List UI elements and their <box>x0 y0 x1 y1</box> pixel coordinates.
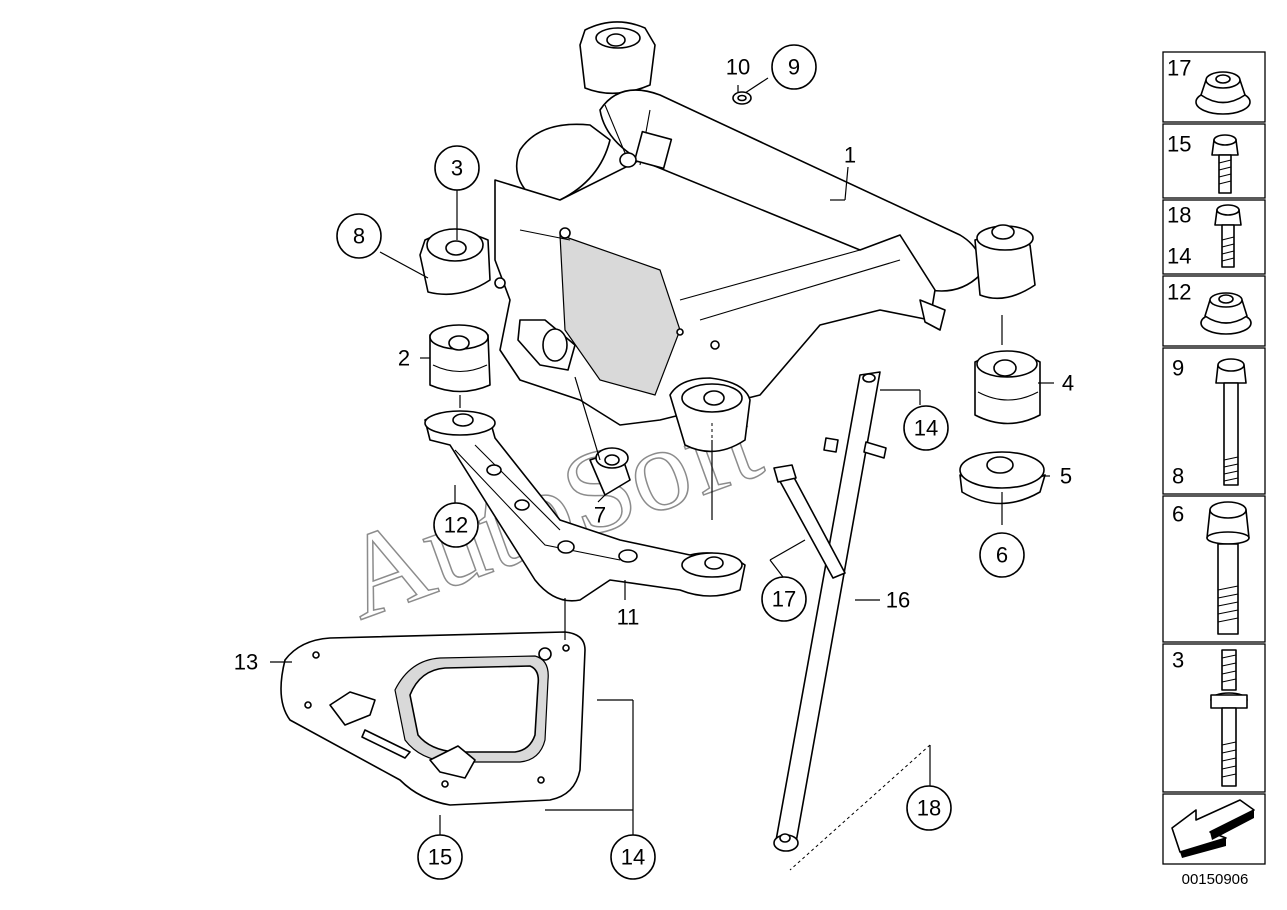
panel-6-label: 6 <box>1172 502 1184 527</box>
callout-7: 7 <box>594 503 606 528</box>
panel-cell-17[interactable]: 17 <box>1162 51 1266 123</box>
callout-9: 9 <box>771 44 817 90</box>
panel-cell-18-14[interactable]: 18 14 <box>1162 199 1266 275</box>
axle-carrier-part-1[interactable] <box>419 21 1036 453</box>
callout-18: 18 <box>906 785 952 831</box>
underbody-shield-part-13[interactable] <box>280 631 586 806</box>
panel-14-label: 14 <box>1167 244 1191 269</box>
callout-3: 3 <box>434 145 480 191</box>
panel-cell-12[interactable]: 12 <box>1162 275 1266 347</box>
callout-3-label: 3 <box>451 156 463 181</box>
callout-6: 6 <box>979 532 1025 578</box>
panel-cell-9-8[interactable]: 9 8 <box>1162 347 1266 495</box>
panel-12-label: 12 <box>1167 280 1191 305</box>
callout-10-label: 10 <box>726 55 750 80</box>
large-bolt-icon <box>1206 501 1250 635</box>
bracket-part-11[interactable] <box>424 410 746 602</box>
callout-8: 8 <box>336 213 382 259</box>
leader-lines <box>270 77 1054 836</box>
callout-14-upper-label: 14 <box>914 416 938 441</box>
fastener-side-panel: 17 15 18 14 <box>1162 51 1266 865</box>
rubber-mount-part-2[interactable] <box>429 324 491 393</box>
callout-8-label: 8 <box>353 224 365 249</box>
callout-15: 15 <box>417 834 463 880</box>
stop-buffer-part-5[interactable] <box>959 451 1046 505</box>
panel-3-label: 3 <box>1172 648 1184 673</box>
hex-bolt-icon <box>1211 134 1239 194</box>
callout-1-label: 1 <box>844 143 856 168</box>
direction-arrow-icon <box>1171 799 1255 858</box>
callout-2: 2 <box>398 346 410 371</box>
callout-17: 17 <box>761 576 807 622</box>
callout-4: 4 <box>1062 371 1074 396</box>
callout-7-label: 7 <box>594 503 606 528</box>
bushing-part-7[interactable] <box>589 447 631 496</box>
callout-16-label: 16 <box>886 588 910 613</box>
panel-9-label: 9 <box>1172 356 1184 381</box>
callout-14-lower-label: 14 <box>621 845 645 870</box>
callout-11: 11 <box>617 605 640 630</box>
callout-2-label: 2 <box>398 346 410 371</box>
threaded-stud-icon <box>1210 649 1248 787</box>
callout-12: 12 <box>433 502 479 548</box>
callout-5-label: 5 <box>1060 464 1072 489</box>
callout-9-label: 9 <box>788 55 800 80</box>
callout-4-label: 4 <box>1062 371 1074 396</box>
short-bolt-icon <box>1214 204 1242 268</box>
callout-16: 16 <box>886 588 910 613</box>
strut-part-16[interactable] <box>773 371 887 852</box>
callout-13: 13 <box>234 650 258 675</box>
panel-8-label: 8 <box>1172 464 1184 489</box>
document-number: 00150906 <box>1182 871 1249 888</box>
panel-15-label: 15 <box>1167 132 1191 157</box>
rubber-mount-part-4[interactable] <box>974 350 1041 425</box>
hex-nut-icon <box>1200 292 1252 335</box>
callout-1: 1 <box>844 143 856 168</box>
panel-17-label: 17 <box>1167 56 1191 81</box>
callout-11-label: 11 <box>617 605 640 630</box>
panel-18-label: 18 <box>1167 203 1191 228</box>
callout-13-label: 13 <box>234 650 258 675</box>
callout-14-upper: 14 <box>903 405 949 451</box>
callout-17-label: 17 <box>772 587 796 612</box>
panel-cell-6[interactable]: 6 <box>1162 495 1266 643</box>
flange-nut-icon <box>1195 71 1251 115</box>
callout-15-label: 15 <box>428 845 452 870</box>
callout-5: 5 <box>1060 464 1072 489</box>
strap-part-17[interactable] <box>773 464 846 579</box>
panel-cell-3[interactable]: 3 <box>1162 643 1266 793</box>
panel-cell-15[interactable]: 15 <box>1162 123 1266 199</box>
callout-12-label: 12 <box>444 513 468 538</box>
callout-18-label: 18 <box>917 796 941 821</box>
long-bolt-icon <box>1215 358 1247 486</box>
callout-6-label: 6 <box>996 543 1008 568</box>
callout-10: 10 <box>726 55 752 105</box>
dashed-guide-lines <box>711 420 931 871</box>
direction-arrow-cell <box>1162 793 1266 865</box>
callout-14-lower: 14 <box>610 834 656 880</box>
